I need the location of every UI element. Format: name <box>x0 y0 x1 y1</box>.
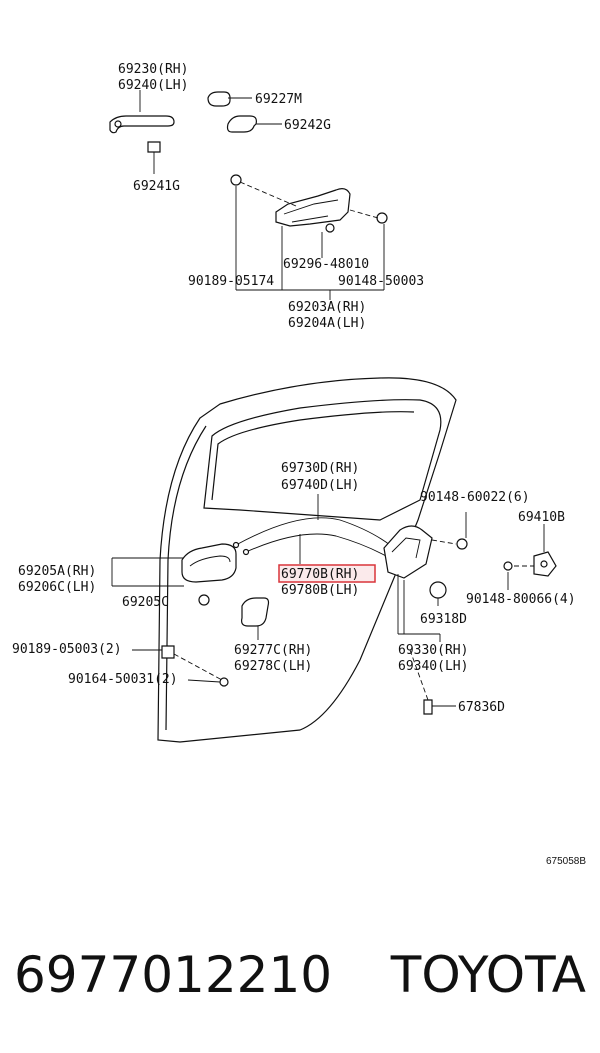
part-number: 6977012210 <box>14 946 333 1004</box>
door-lock <box>383 525 433 579</box>
striker-pin <box>540 560 548 568</box>
dash-guide <box>173 653 223 681</box>
dash-guide <box>239 181 297 207</box>
inside-handle <box>181 543 237 583</box>
handle-small-pad <box>147 141 161 153</box>
bolt-90148c <box>503 561 513 571</box>
label-69740D: 69740D(LH) <box>281 478 359 493</box>
bolt-90148 <box>376 212 388 224</box>
label-90148a: 90148-50003 <box>338 274 424 289</box>
label-90189b: 90189-05003(2) <box>12 642 122 657</box>
label-69230: 69230(RH) <box>118 62 188 77</box>
handle-screw <box>114 120 122 128</box>
footer: 6977012210 TOYOTA <box>0 930 600 1020</box>
bolt-90148b <box>456 538 468 550</box>
label-90148b: 90148-60022(6) <box>420 490 530 505</box>
label-69340: 69340(LH) <box>398 659 468 674</box>
label-69204A: 69204A(LH) <box>288 316 366 331</box>
outside-handle-group <box>109 90 388 300</box>
screw-90164 <box>219 677 229 687</box>
highlight-69770B <box>278 564 376 583</box>
clip-67836D <box>423 699 433 715</box>
frame-detail <box>291 215 329 223</box>
drawing-code: 675058B <box>546 856 586 867</box>
label-69318D: 69318D <box>420 612 467 627</box>
cable-69770B <box>245 533 387 557</box>
frame-detail <box>283 199 339 215</box>
inside-handle-group <box>111 543 237 606</box>
clip-90189b <box>161 645 175 659</box>
label-69277C: 69277C(RH) <box>234 643 312 658</box>
dash-guide <box>349 209 379 219</box>
handle-detail <box>189 555 231 567</box>
handle-frame <box>275 188 351 227</box>
label-90164: 90164-50031(2) <box>68 672 178 687</box>
label-69296: 69296-48010 <box>283 257 369 272</box>
cap-screw <box>230 174 242 186</box>
label-67836D: 67836D <box>458 700 505 715</box>
cap-69205C <box>198 594 210 606</box>
label-69770B: 69770B(RH) <box>281 567 359 582</box>
frame-bolt <box>325 223 335 233</box>
lock-detail <box>391 537 421 559</box>
label-69205C: 69205C <box>122 595 169 610</box>
label-90189a: 90189-05174 <box>188 274 274 289</box>
striker-group <box>503 524 557 590</box>
label-90148c: 90148-80066(4) <box>466 592 576 607</box>
label-69780B: 69780B(LH) <box>281 583 359 598</box>
cable-end <box>232 541 240 549</box>
cable-69730D <box>235 517 391 546</box>
handle-pad <box>207 91 231 107</box>
label-69330: 69330(RH) <box>398 643 468 658</box>
label-69205A: 69205A(RH) <box>18 564 96 579</box>
label-69227M: 69227M <box>255 92 302 107</box>
cables <box>232 494 391 564</box>
label-69241G: 69241G <box>133 179 180 194</box>
label-69203A: 69203A(RH) <box>288 300 366 315</box>
lock-cover <box>429 581 447 599</box>
leader-90164 <box>187 679 221 683</box>
handle-pad-69277C <box>241 597 270 627</box>
handle-bezel <box>226 115 257 133</box>
label-69410B: 69410B <box>518 510 565 525</box>
label-69730D: 69730D(RH) <box>281 461 359 476</box>
dash-guide <box>409 649 429 701</box>
door-lock-group <box>383 512 468 715</box>
door-outline <box>157 377 457 743</box>
label-69242G: 69242G <box>284 118 331 133</box>
brand-name: TOYOTA <box>390 946 586 1004</box>
cable-end <box>242 548 250 556</box>
dash-guide <box>431 539 457 545</box>
outside-handle <box>109 115 175 134</box>
label-69278C: 69278C(LH) <box>234 659 312 674</box>
label-69240: 69240(LH) <box>118 78 188 93</box>
label-69206C: 69206C(LH) <box>18 580 96 595</box>
